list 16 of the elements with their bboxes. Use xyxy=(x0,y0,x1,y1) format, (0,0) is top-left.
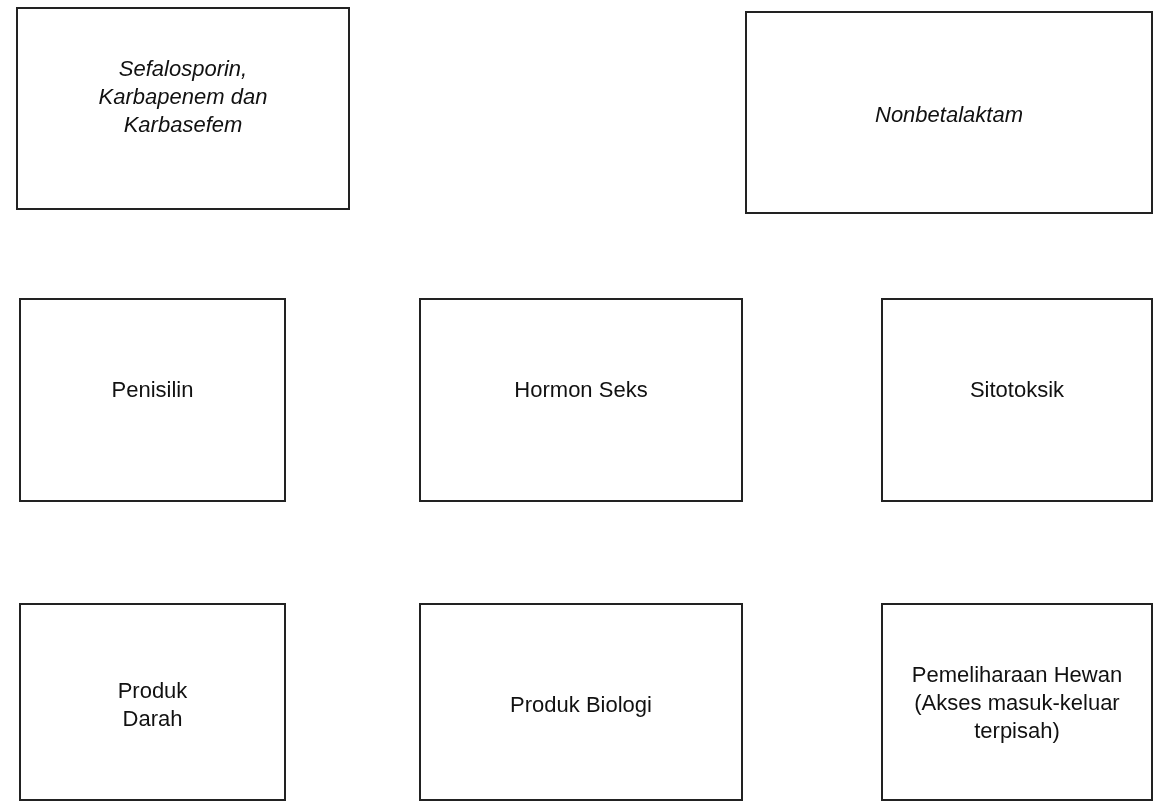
category-box xyxy=(19,298,286,502)
box-label: Sefalosporin, Karbapenem dan Karbasefem xyxy=(97,55,269,139)
category-box xyxy=(881,603,1153,801)
category-box xyxy=(16,7,350,210)
category-box xyxy=(419,298,743,502)
category-box xyxy=(419,603,743,801)
box-label: Produk Darah xyxy=(116,677,189,733)
box-label: Pemeliharaan Hewan (Akses masuk-keluar terpisah) xyxy=(910,661,1124,745)
category-box xyxy=(19,603,286,801)
box-label: Produk Biologi xyxy=(509,691,653,719)
category-box xyxy=(745,11,1153,214)
box-label: Nonbetalaktam xyxy=(874,101,1024,129)
box-label: Sitotoksik xyxy=(968,376,1066,404)
box-label: Penisilin xyxy=(110,376,195,404)
box-label: Hormon Seks xyxy=(513,376,649,404)
category-box xyxy=(881,298,1153,502)
